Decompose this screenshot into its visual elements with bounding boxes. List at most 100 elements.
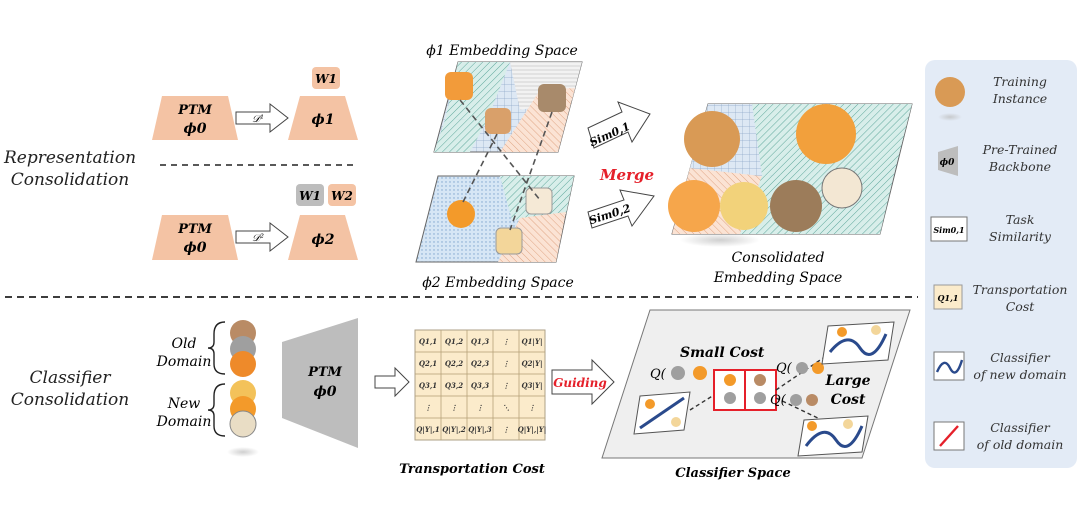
cost-cell-label: Q2,3 bbox=[471, 359, 489, 368]
svg-text:ϕ0: ϕ0 bbox=[940, 158, 955, 168]
old-instance bbox=[230, 351, 256, 377]
instance-dot bbox=[671, 366, 685, 380]
svg-text:Q1,1: Q1,1 bbox=[938, 293, 959, 303]
correspondence-lines bbox=[459, 99, 553, 231]
new-classifier-card-top bbox=[821, 321, 895, 365]
cost-cell-label: Q3,2 bbox=[445, 381, 463, 390]
cost-cell-label: Q2|Y| bbox=[521, 359, 542, 368]
section-label-classifier: Classifier Consolidation bbox=[11, 368, 130, 410]
section-line-2: Consolidation bbox=[11, 170, 130, 190]
model-block-1: W1 ϕ1 bbox=[288, 67, 358, 140]
classifier-space: Small Cost Q( Q( Q( Large Cost bbox=[601, 309, 911, 459]
legend-item-transport-cost: Q1,1 Transportation Cost bbox=[933, 282, 1068, 314]
legend-item-backbone: ϕ0 Pre-Trained Backbone bbox=[938, 142, 1057, 176]
q-label-small: Q( bbox=[650, 367, 667, 382]
svg-text:Pre-Trained: Pre-Trained bbox=[982, 142, 1058, 157]
cat-instance bbox=[684, 111, 740, 167]
ptm-label: PTM bbox=[177, 222, 212, 237]
svg-text:Cost: Cost bbox=[1006, 299, 1036, 314]
phi2-embedding-space bbox=[415, 175, 575, 263]
ptm-phi: ϕ0 bbox=[184, 121, 207, 137]
old-domain-line1: Old bbox=[172, 336, 197, 352]
cost-cell-label: Q3|Y| bbox=[521, 381, 542, 390]
phi1-space-title: ϕ1 Embedding Space bbox=[426, 43, 578, 59]
section-label-representation: Representation Consolidation bbox=[3, 148, 136, 190]
w2-head bbox=[328, 184, 356, 206]
new-domain-line1: New bbox=[167, 396, 201, 412]
new-classifier-card-left bbox=[633, 391, 691, 435]
svg-text:of old domain: of old domain bbox=[977, 437, 1064, 452]
cost-cell-label: Q|Y|,|Y| bbox=[518, 425, 547, 434]
old-domain-line2: Domain bbox=[156, 354, 212, 370]
cost-cell bbox=[518, 417, 546, 441]
svg-text:Sim0,1: Sim0,1 bbox=[933, 225, 964, 235]
new-domain-brace bbox=[207, 383, 226, 437]
svg-text:Instance: Instance bbox=[992, 91, 1047, 106]
svg-text:Similarity: Similarity bbox=[989, 229, 1052, 244]
guiding-label: Guiding bbox=[553, 376, 607, 390]
phi1-trapezoid bbox=[288, 96, 358, 140]
guiding-arrow: Guiding bbox=[551, 358, 615, 406]
feature-arrow bbox=[374, 366, 410, 398]
cost-cell-label: ⋱ bbox=[503, 403, 510, 412]
ptm-block-1: PTM ϕ0 bbox=[152, 96, 238, 140]
w1-head-frozen bbox=[296, 184, 324, 206]
cat-image bbox=[485, 108, 511, 134]
cost-cell-label: Q1,1 bbox=[419, 337, 437, 346]
lion-image bbox=[538, 84, 566, 112]
legend: Training Instance ϕ0 Pre-Trained Backbon… bbox=[925, 60, 1077, 468]
svg-text:Training: Training bbox=[993, 74, 1047, 89]
ptm-trapezoid bbox=[152, 96, 238, 140]
q-label-top: Q( bbox=[776, 361, 793, 376]
phi2-trapezoid bbox=[288, 215, 358, 260]
ptm-trapezoid bbox=[152, 215, 238, 260]
cost-cell-label: ⋮ bbox=[451, 403, 458, 412]
q-label-bottom: Q( bbox=[770, 393, 787, 408]
ptm-phi: ϕ0 bbox=[184, 240, 207, 256]
fish-instance bbox=[821, 167, 863, 209]
consolidated-embedding-space bbox=[668, 103, 913, 247]
w1-label: W1 bbox=[315, 72, 337, 86]
cost-cell-label: Q1|Y| bbox=[521, 337, 542, 346]
large-cost-line1: Large bbox=[825, 373, 871, 389]
fish-cat-instance bbox=[796, 104, 856, 164]
old-domain-group: Old Domain bbox=[156, 320, 256, 377]
sim-arrow-1: Sim0,1 bbox=[587, 101, 651, 149]
training-instance-icon bbox=[935, 77, 965, 107]
legend-item-new-classifier: Classifier of new domain bbox=[933, 350, 1067, 382]
lion-instance bbox=[770, 180, 822, 232]
cost-cell-label: ⋮ bbox=[477, 403, 484, 412]
legend-item-training-instance: Training Instance bbox=[935, 74, 1047, 121]
fox-instance bbox=[668, 180, 720, 232]
domain-d1: 𝒟¹ bbox=[252, 114, 264, 125]
legend-panel bbox=[925, 60, 1077, 468]
large-cost-line2: Cost bbox=[831, 392, 866, 408]
ptm-phi: ϕ0 bbox=[314, 384, 337, 400]
w1-head bbox=[312, 67, 340, 89]
legend-item-old-classifier: Classifier of old domain bbox=[933, 420, 1064, 452]
svg-text:Transportation: Transportation bbox=[973, 282, 1068, 297]
legend-item-task-similarity: Sim0,1 Task Similarity bbox=[930, 212, 1052, 244]
lion-cartoon bbox=[495, 227, 523, 255]
section-line-1: Representation bbox=[3, 148, 136, 168]
cost-cell-label: Q3,1 bbox=[419, 381, 437, 390]
lion-cartoon-instance bbox=[720, 182, 768, 230]
phi1-embedding-space bbox=[433, 61, 583, 153]
section-line-2: Consolidation bbox=[11, 390, 130, 410]
backbone-shape bbox=[282, 318, 358, 448]
sim-arrow-2: Sim0,2 bbox=[587, 189, 655, 229]
phi1-label: ϕ1 bbox=[312, 112, 335, 128]
svg-text:of new domain: of new domain bbox=[973, 367, 1066, 382]
data-arrow-2: 𝒟² bbox=[235, 221, 289, 253]
svg-text:Classifier: Classifier bbox=[990, 420, 1051, 435]
data-arrow-1: 𝒟¹ bbox=[235, 102, 289, 134]
cost-cell-label: ⋮ bbox=[425, 403, 432, 412]
fish-cat-image bbox=[445, 72, 473, 100]
svg-text:Task: Task bbox=[1006, 212, 1035, 227]
cost-cell-label: Q|Y|,1 bbox=[416, 425, 440, 434]
domain-d2: 𝒟² bbox=[252, 233, 264, 244]
consolidated-title-2: Embedding Space bbox=[713, 270, 843, 286]
new-classifier-card-bottom bbox=[797, 415, 869, 457]
model-block-2: W1 W2 ϕ2 bbox=[288, 184, 358, 260]
